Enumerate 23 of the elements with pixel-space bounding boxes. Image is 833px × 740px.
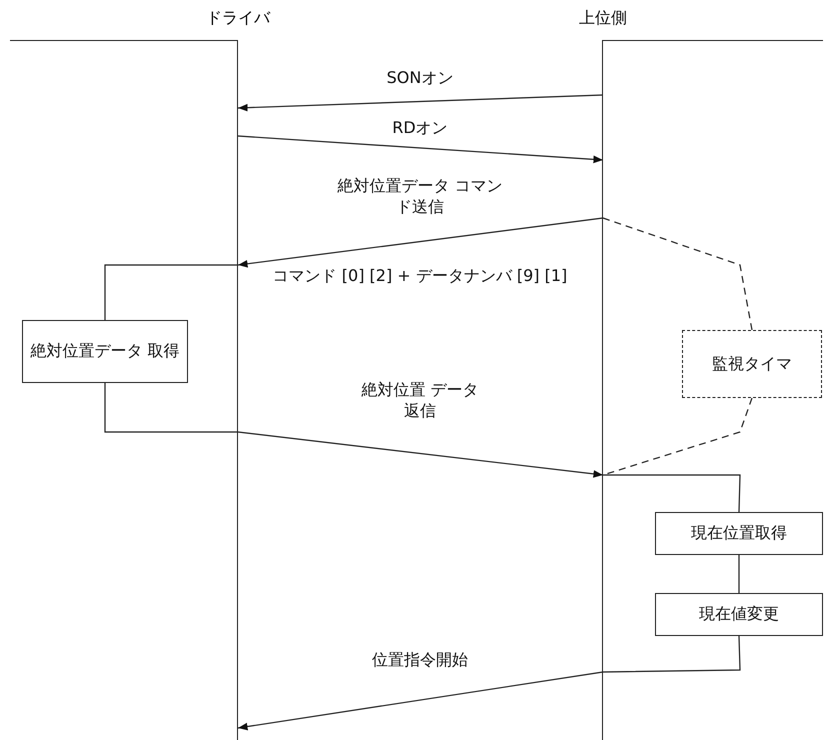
connector-line	[603, 636, 741, 673]
connector-line	[104, 383, 238, 433]
process-box: 現在値変更	[655, 593, 823, 636]
edge-label: SONオン	[386, 68, 454, 89]
message-note: コマンド [0] [2] + データナンバ [9] [1]	[272, 266, 568, 287]
connector-line	[603, 474, 741, 512]
arrow	[238, 135, 604, 164]
edge-label: 絶対位置データ コマンド送信	[336, 176, 504, 218]
arrow	[238, 671, 604, 730]
arrow	[238, 431, 604, 478]
edge-label: 位置指令開始	[372, 650, 468, 671]
process-box: 絶対位置データ 取得	[22, 320, 188, 383]
arrow	[238, 217, 604, 268]
connector-line	[104, 264, 238, 320]
edge-label: 絶対位置 データ返信	[360, 380, 480, 422]
process-box: 監視タイマ	[682, 330, 822, 398]
connector-line	[738, 555, 740, 593]
connector-line	[602, 217, 753, 330]
participant-name: ドライバ	[206, 8, 270, 29]
edge-label: RDオン	[392, 118, 448, 139]
arrow	[238, 94, 604, 112]
participant-name: 上位側	[579, 8, 627, 29]
process-box: 現在位置取得	[655, 512, 823, 555]
